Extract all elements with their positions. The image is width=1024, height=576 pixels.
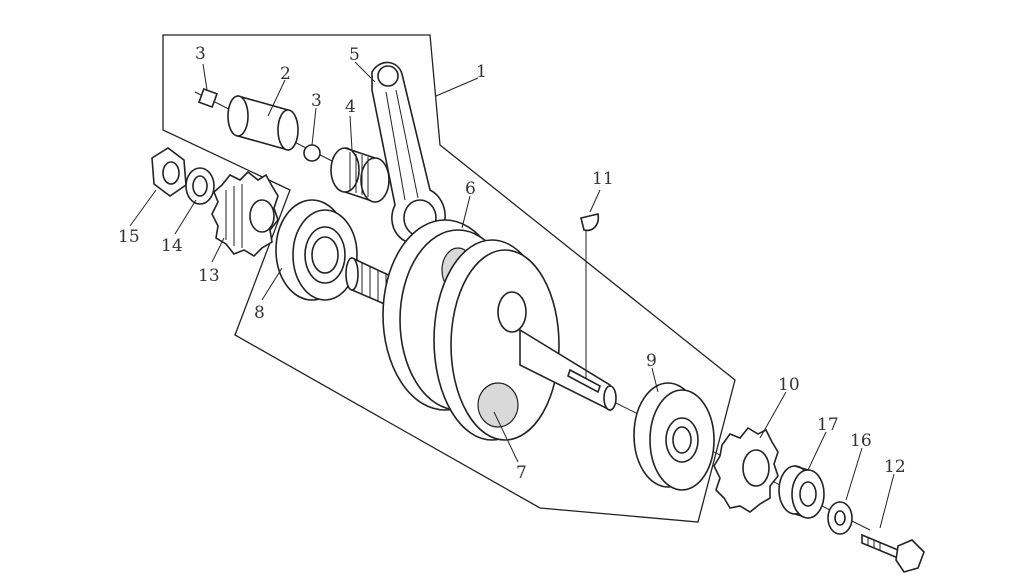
- callout-4: 4: [345, 97, 356, 117]
- part-9-bearing: [633, 382, 715, 491]
- callout-13: 13: [198, 266, 220, 286]
- part-3-ball: [303, 144, 321, 162]
- callout-14: 14: [161, 236, 183, 256]
- callout-7: 7: [516, 463, 527, 483]
- assembly-outline: [162, 34, 736, 523]
- part-7-crank-web: [433, 239, 560, 441]
- part-16-washer: [827, 501, 853, 535]
- part-2-crank-pin: [227, 94, 299, 152]
- part-3-roller: [198, 88, 218, 108]
- part-13-gear: [211, 170, 279, 258]
- callout-2: 2: [280, 64, 291, 84]
- crank-shaft-right: [519, 328, 617, 412]
- part-12-bolt: [861, 533, 925, 573]
- part-8-bearing: [275, 199, 358, 301]
- part-5-connecting-rod: [371, 61, 446, 245]
- callout-11: 11: [592, 169, 614, 189]
- callout-12: 12: [884, 457, 906, 477]
- part-15-nut: [151, 147, 187, 197]
- part-11-key: [580, 213, 600, 378]
- part-10-gear: [713, 426, 779, 513]
- callout-8: 8: [254, 303, 265, 323]
- callout-3b: 3: [311, 91, 322, 111]
- callout-5: 5: [349, 45, 360, 65]
- part-17-spacer: [778, 465, 825, 519]
- callout-10: 10: [778, 375, 800, 395]
- callout-16: 16: [850, 431, 872, 451]
- callout-9: 9: [646, 351, 657, 371]
- callout-1: 1: [476, 62, 487, 82]
- part-14-washer: [185, 167, 215, 205]
- callout-6: 6: [465, 179, 476, 199]
- callout-15: 15: [118, 227, 140, 247]
- callout-17: 17: [817, 415, 839, 435]
- callout-3a: 3: [195, 44, 206, 64]
- leader-lines: [129, 61, 895, 529]
- callout-labels: 1 2 3 3 4 5 6 7 8 9 10 11 12 13 14 15 16…: [118, 44, 906, 483]
- part-4-needle-bearing: [330, 147, 390, 203]
